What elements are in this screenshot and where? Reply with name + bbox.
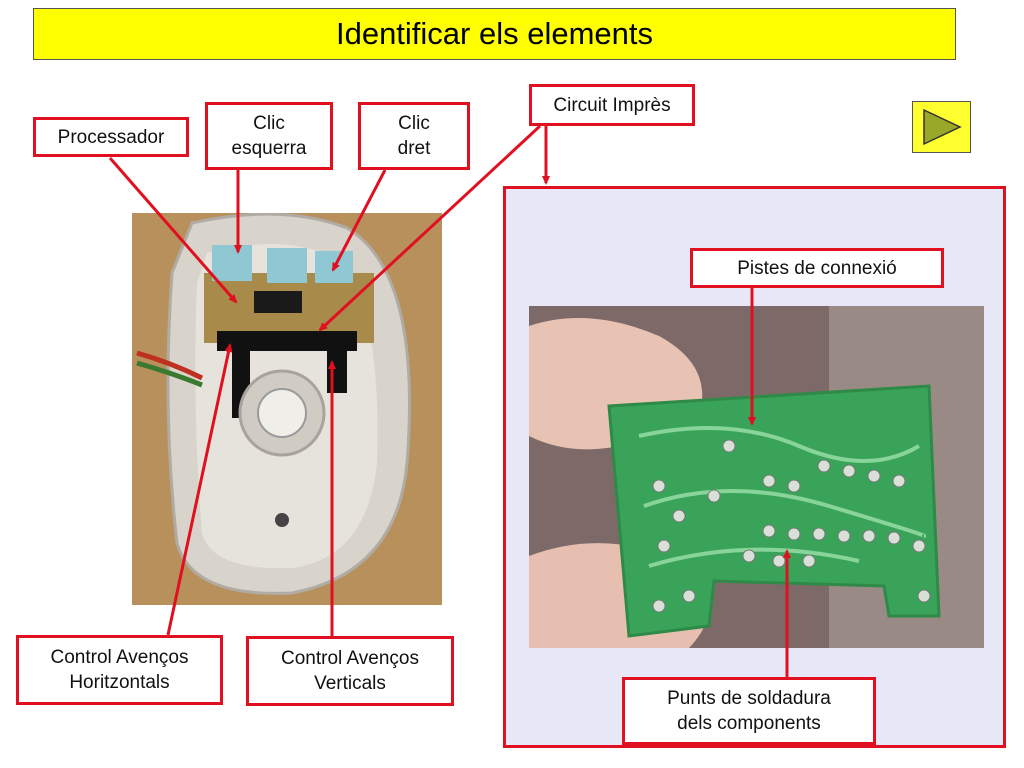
mouse-photo	[132, 213, 442, 605]
label-processador: Processador	[33, 117, 189, 157]
slide-title-text: Identificar els elements	[335, 16, 654, 51]
play-triangle-icon	[922, 108, 962, 146]
label-pistes: Pistes de connexió	[690, 248, 944, 288]
next-slide-button[interactable]	[912, 101, 971, 153]
label-control-horitzontals: Control Avenços Horitzontals	[16, 635, 223, 705]
label-clic-esquerra: Clic esquerra	[205, 102, 333, 170]
label-punts-soldadura: Punts de soldadura dels components	[622, 677, 876, 745]
mouse-illustration	[132, 213, 442, 605]
slide-title: Identificar els elements	[33, 8, 956, 60]
label-clic-dret: Clic dret	[358, 102, 470, 170]
label-circuit-impres: Circuit Imprès	[529, 84, 695, 126]
pcb-photo	[529, 306, 984, 648]
pcb-illustration	[529, 306, 984, 648]
label-control-verticals: Control Avenços Verticals	[246, 636, 454, 706]
